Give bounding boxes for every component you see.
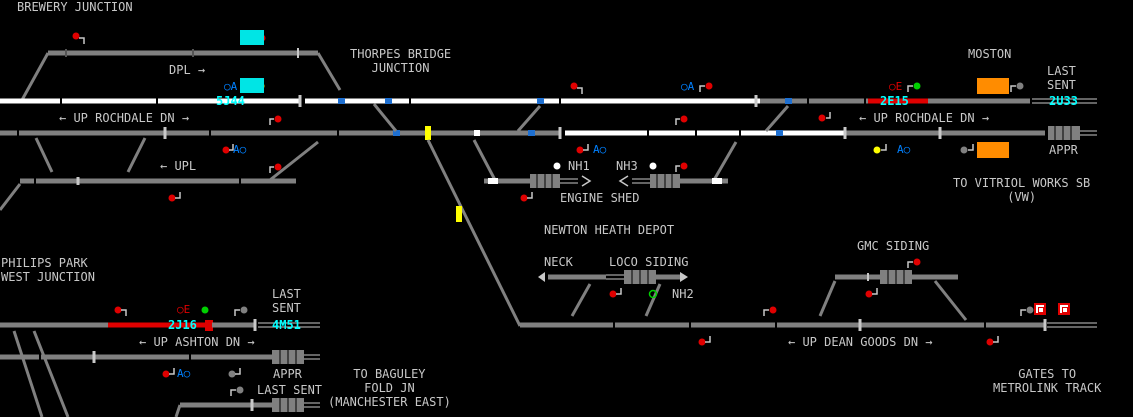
- ashton-lines: [0, 319, 320, 417]
- upl-line: [20, 177, 296, 185]
- oa-indicator-2[interactable]: ○A: [681, 80, 695, 93]
- signal-ashton-e[interactable]: [201, 306, 209, 314]
- label-last-sent-top: LAST SENT: [1047, 64, 1076, 92]
- line-label-up-rochdale-left: ← UP ROCHDALE DN →: [59, 111, 190, 125]
- signal-engine-shed-right[interactable]: [675, 162, 688, 173]
- signal-mid-b[interactable]: [675, 115, 688, 126]
- label-philips-park: PHILIPS PARK WEST JUNCTION: [1, 256, 95, 284]
- signal-up-dn-a[interactable]: [222, 144, 234, 154]
- auto-indicator-3[interactable]: A○: [897, 143, 911, 156]
- signal-upl-shunt-1[interactable]: [269, 115, 282, 126]
- signal-mid-c[interactable]: [818, 112, 831, 122]
- auto-indicator-2[interactable]: A○: [593, 143, 607, 156]
- signal-moston-yellow[interactable]: [873, 144, 887, 154]
- signal-loco-red[interactable]: [609, 288, 622, 298]
- cyan-indicator-5j44[interactable]: [240, 78, 264, 93]
- label-appr-right: APPR: [1049, 143, 1078, 157]
- gmc-siding: [818, 270, 968, 321]
- label-gmc-siding: GMC SIDING: [857, 239, 930, 253]
- headcode-5j44[interactable]: 5J44: [216, 94, 245, 108]
- signal-mid-a[interactable]: [576, 144, 589, 154]
- orange-block-moston[interactable]: [977, 78, 1009, 94]
- dean-goods-diagonal: [426, 139, 522, 327]
- auto-indicator-1[interactable]: A○: [233, 143, 247, 156]
- headcode-2u33[interactable]: 2U33: [1049, 94, 1078, 108]
- e-indicator-moston[interactable]: ○E: [889, 80, 903, 93]
- cyan-indicator-top[interactable]: [240, 30, 264, 45]
- gate-icon-1[interactable]: [1034, 303, 1046, 315]
- signal-dean-1[interactable]: [763, 306, 777, 317]
- label-brewery-junction: BREWERY JUNCTION: [17, 0, 133, 14]
- signal-nh3[interactable]: [649, 162, 657, 170]
- label-neck: NECK: [544, 255, 573, 269]
- signal-vitriol-grey[interactable]: [960, 144, 974, 154]
- signal-dean-3[interactable]: [986, 336, 999, 346]
- gate-icon-2[interactable]: [1058, 303, 1070, 315]
- auto-indicator-4[interactable]: A○: [177, 367, 191, 380]
- signal-ashton-below-grey[interactable]: [228, 368, 241, 378]
- signal-ashton-left[interactable]: [114, 306, 127, 317]
- label-nh3: NH3: [616, 159, 638, 173]
- signal-gmc[interactable]: [907, 258, 921, 269]
- up-rochdale-top-line: [0, 95, 1097, 107]
- line-label-up-rochdale-right: ← UP ROCHDALE DN →: [859, 111, 990, 125]
- signal-gmc-below[interactable]: [865, 288, 878, 298]
- label-to-baguley: TO BAGULEY FOLD JN (MANCHESTER EAST): [328, 367, 451, 409]
- signal-moston-e[interactable]: [907, 82, 921, 93]
- signal-gates-grey[interactable]: [1020, 306, 1034, 317]
- signal-ashton-grey[interactable]: [234, 306, 248, 317]
- signal-upl-below[interactable]: [168, 192, 181, 202]
- headcode-2j16[interactable]: 2J16: [168, 318, 197, 332]
- signal-ashton-below-red[interactable]: [162, 368, 175, 378]
- line-label-upl: ← UPL: [160, 159, 197, 173]
- up-dean-goods-line: [520, 319, 1097, 331]
- label-moston: MOSTON: [968, 47, 1012, 61]
- signal-engine-shed-left[interactable]: [520, 192, 533, 202]
- label-last-sent-mid: LAST SENT: [272, 287, 301, 315]
- signal-dean-2[interactable]: [698, 336, 711, 346]
- signal-nh1[interactable]: [553, 162, 561, 170]
- label-appr-left: APPR: [273, 367, 302, 381]
- label-to-vitriol: TO VITRIOL WORKS SB (VW): [953, 176, 1091, 204]
- headcode-2e15[interactable]: 2E15: [880, 94, 909, 108]
- headcode-4m51[interactable]: 4M51: [272, 318, 301, 332]
- dpl-branch: [20, 48, 342, 101]
- label-nh1: NH1: [568, 159, 590, 173]
- label-gates-metrolink: GATES TO METROLINK TRACK: [993, 367, 1102, 395]
- signal-upl-right[interactable]: [269, 163, 282, 174]
- label-newton-heath: NEWTON HEATH DEPOT: [544, 223, 675, 237]
- label-thorpes-bridge: THORPES BRIDGE JUNCTION: [350, 47, 452, 75]
- label-nh2: NH2: [672, 287, 694, 301]
- signal-dpl-left[interactable]: [72, 32, 85, 45]
- label-last-sent-bottom: LAST SENT: [257, 383, 323, 397]
- engine-shed-roads: [484, 174, 728, 188]
- line-label-up-dean-goods: ← UP DEAN GOODS DN →: [788, 335, 933, 349]
- e-indicator-ashton[interactable]: ○E: [177, 303, 191, 316]
- track-diagonal-down[interactable]: [426, 139, 522, 327]
- loco-siding: [538, 270, 688, 317]
- line-label-up-ashton: ← UP ASHTON DN →: [139, 335, 255, 349]
- signal-thorpes-b[interactable]: [570, 82, 583, 95]
- signal-moston-grey[interactable]: [1010, 82, 1024, 93]
- crossovers: [0, 103, 790, 211]
- orange-block-vitriol[interactable]: [977, 142, 1009, 158]
- line-label-dpl: DPL →: [169, 63, 206, 77]
- oa-indicator-1[interactable]: ○A: [224, 80, 238, 93]
- signal-nh2[interactable]: [648, 289, 658, 299]
- label-engine-shed: ENGINE SHED: [560, 191, 640, 205]
- signal-baguley-grey[interactable]: [230, 386, 244, 397]
- up-rochdale-second-line: [0, 126, 1097, 140]
- signal-oa-mid[interactable]: [699, 82, 713, 93]
- label-loco-siding: LOCO SIDING: [609, 255, 689, 269]
